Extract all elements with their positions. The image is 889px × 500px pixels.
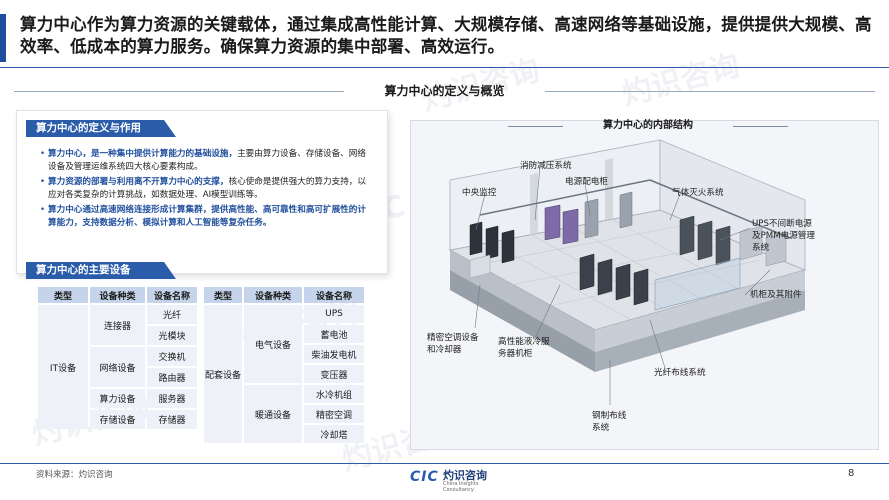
table-header: 设备名称	[304, 287, 364, 303]
table-cell-kind: 算力设备	[90, 389, 145, 408]
page-number: 8	[848, 468, 855, 479]
table-cell-item: 蓄电池	[304, 325, 364, 343]
cable-tray	[649, 179, 791, 239]
foundation	[450, 270, 595, 372]
structure-title-line-left	[508, 126, 563, 127]
table-header: 类型	[204, 287, 242, 303]
footer-divider	[0, 463, 889, 464]
datacenter-illustration	[448, 139, 807, 405]
section-title-text: 算力中心的定义与概览	[384, 84, 505, 98]
section-title-line-left	[14, 91, 344, 92]
label-ups-pmm: UPS不间断电源及PMM电源管理系统	[752, 219, 815, 253]
label-rack-accessories: 机柜及其附件	[750, 290, 802, 300]
table-cell-kind: 电气设备	[244, 305, 302, 383]
header-divider	[0, 67, 889, 68]
source-note: 资料来源：灼识咨询	[36, 470, 113, 480]
bullet-lead: 算力中心，是一种集中提供计算能力的基础设施，	[48, 149, 238, 159]
label-gas-fire: 气体灭火系统	[672, 188, 724, 198]
table-cell-item: 柴油发电机	[304, 345, 364, 363]
table-header: 设备种类	[244, 287, 302, 303]
table-cell-kind: 网络设备	[90, 347, 145, 387]
cable-tray	[479, 179, 651, 216]
table-cell-item: 变压器	[304, 365, 364, 383]
table-cell-kind: 存储设备	[90, 410, 145, 429]
table-cell-kind: 连接器	[90, 305, 145, 345]
label-steel-cabling: 钢制布线系统	[592, 411, 627, 433]
table-header: 类型	[38, 287, 88, 303]
it-equipment-table: 类型 设备种类 设备名称 IT设备 连接器 光纤 光模块 网络设备 交换机 路由…	[36, 285, 199, 431]
logo-en: China Insights Consultancy	[443, 481, 479, 493]
logo-cic: CIC	[410, 469, 439, 485]
section-title-line-right	[545, 91, 875, 92]
floor-edge-right	[595, 270, 805, 352]
equipment-tag: 算力中心的主要设备	[26, 262, 176, 279]
bullet-text: 核心使命是提供强大的算力支持，以应对各类复杂的计算挑战，如数据处理、AI模型训练…	[48, 177, 366, 200]
structure-title-text: 算力中心的内部结构	[603, 120, 693, 131]
label-fiber-cabling: 光纤布线系统	[654, 368, 706, 378]
company-logo: CIC 灼识咨询 China Insights Consultancy	[410, 467, 500, 493]
table-cell-type: 配套设备	[204, 305, 242, 443]
support-equipment-table: 类型 设备种类 设备名称 配套设备 电气设备 UPS 蓄电池 柴油发电机 变压器…	[202, 285, 366, 445]
page-summary-heading: 算力中心作为算力资源的关键载体，通过集成高性能计算、大规模存储、高速网络等基础设…	[20, 15, 872, 56]
label-power-cabinet: 电源配电柜	[565, 177, 608, 187]
definition-bullet: 算力中心，是一种集中提供计算能力的基础设施，主要由算力设备、存储设备、网络设备及…	[40, 148, 370, 173]
label-liquid-cooling: 高性能液冷服务器机柜	[498, 337, 550, 359]
table-cell-item: 水冷机组	[304, 385, 364, 403]
table-cell-item: 存储器	[147, 410, 197, 429]
floor-edge-left	[450, 250, 595, 352]
label-precision-ac: 精密空调设备和冷却器	[427, 333, 479, 355]
table-cell-item: 路由器	[147, 368, 197, 387]
definition-bullets: 算力中心，是一种集中提供计算能力的基础设施，主要由算力设备、存储设备、网络设备及…	[40, 148, 370, 233]
table-cell-kind: 暖通设备	[244, 385, 302, 443]
foundation	[595, 290, 805, 372]
label-central-monitor: 中央监控	[462, 188, 497, 198]
label-fire-suppression: 消防减压系统	[520, 161, 572, 171]
structure-title: 算力中心的内部结构	[508, 118, 788, 134]
structure-title-line-right	[733, 126, 788, 127]
definition-tag: 算力中心的定义与作用	[26, 120, 176, 137]
bullet-lead: 算力中心通过高速网络连接形成计算集群，提供高性能、高可靠性和高可扩展性的计算能力…	[48, 205, 366, 228]
glass-enclosure	[654, 257, 741, 311]
table-header: 设备种类	[90, 287, 145, 303]
definition-bullet: 算力中心通过高速网络连接形成计算集群，提供高性能、高可靠性和高可扩展性的计算能力…	[40, 204, 370, 229]
logo-cn: 灼识咨询	[443, 469, 487, 482]
table-cell-item: 光模块	[147, 326, 197, 345]
table-cell-item: 光纤	[147, 305, 197, 324]
table-header: 设备名称	[147, 287, 197, 303]
bullet-lead: 算力资源的部署与利用离不开算力中心的支撑，	[48, 177, 229, 188]
table-cell-item: 交换机	[147, 347, 197, 366]
table-cell-type: IT设备	[38, 305, 88, 429]
table-cell-item: 服务器	[147, 389, 197, 408]
table-cell-item: 精密空调	[304, 405, 364, 423]
table-cell-item: 冷却塔	[304, 425, 364, 443]
table-cell-item: UPS	[304, 305, 364, 323]
section-title: 算力中心的定义与概览	[0, 82, 889, 100]
definition-bullet: 算力资源的部署与利用离不开算力中心的支撑，核心使命是提供强大的算力支持，以应对各…	[40, 176, 370, 201]
header-accent-bar	[0, 14, 6, 62]
bullet-text: 主要由算力设备、存储设备、网络设备及管理运维系统四大核心要素构成。	[48, 149, 366, 172]
